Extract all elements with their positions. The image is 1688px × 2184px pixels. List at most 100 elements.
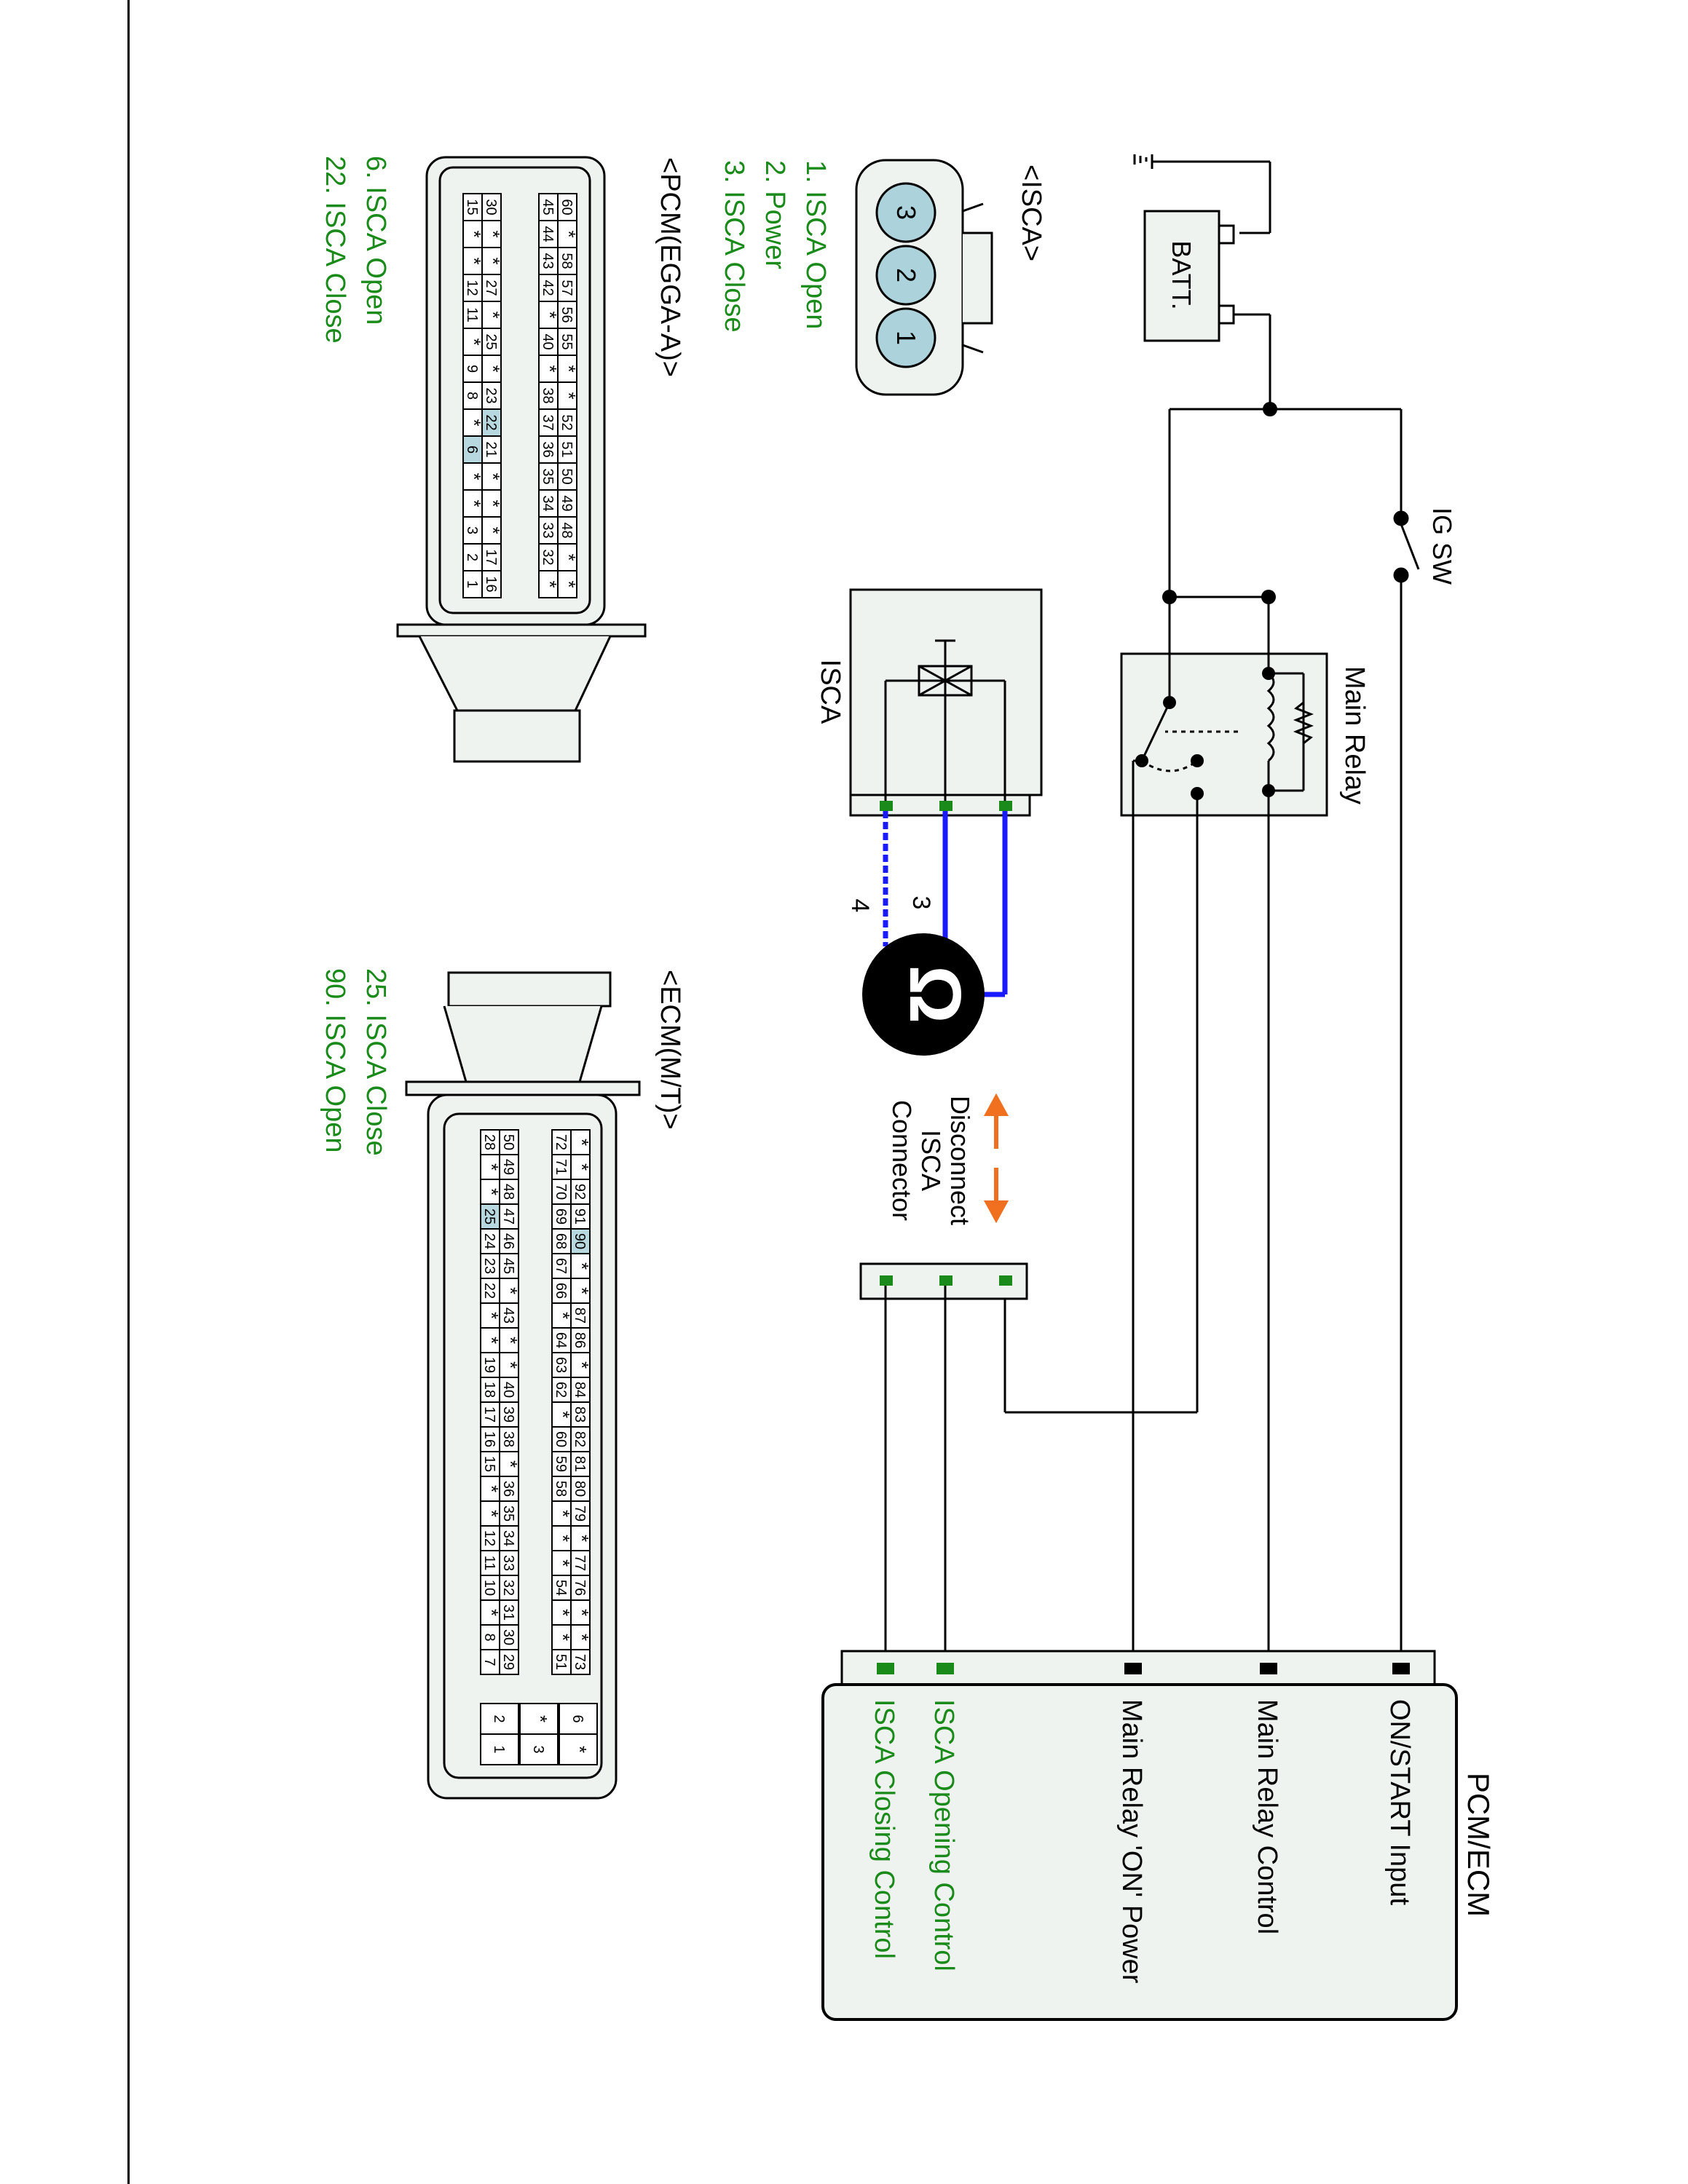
pin-cell bbox=[499, 1253, 519, 1279]
pin-cell bbox=[480, 1649, 500, 1675]
pin-cell bbox=[480, 1203, 500, 1230]
pin-number: 32 bbox=[540, 549, 556, 565]
pin-cell bbox=[538, 462, 559, 491]
pin-cell bbox=[480, 1599, 500, 1626]
wire-3-label: 3 bbox=[907, 896, 935, 910]
pin-cell bbox=[538, 193, 559, 221]
pin-number: 50 bbox=[500, 1134, 516, 1150]
pin-cell bbox=[480, 1733, 519, 1765]
pin-number: 42 bbox=[540, 280, 556, 296]
pin-number: 38 bbox=[500, 1431, 516, 1447]
pin-number: * bbox=[558, 230, 580, 237]
pin-number: 23 bbox=[481, 1258, 497, 1274]
pin-cell bbox=[499, 1451, 519, 1477]
pin-number: 68 bbox=[553, 1233, 569, 1249]
pin-number: 34 bbox=[540, 495, 556, 511]
disconnect-arrow bbox=[983, 1093, 1009, 1224]
pin-number: 50 bbox=[559, 468, 575, 484]
pin-number: 48 bbox=[559, 522, 575, 538]
pin-cell bbox=[570, 1426, 591, 1452]
pin-cell bbox=[480, 1228, 500, 1254]
pin-number: 19 bbox=[481, 1357, 497, 1373]
pin-number: * bbox=[481, 1312, 502, 1319]
pin-cell bbox=[538, 220, 559, 248]
pin-number: 54 bbox=[553, 1580, 569, 1596]
pin-number: 92 bbox=[572, 1184, 588, 1200]
pin-cell bbox=[480, 1179, 500, 1205]
pin-number: 45 bbox=[500, 1258, 516, 1274]
pin-label: ISCA Opening Control bbox=[928, 1699, 959, 1971]
pin-number: * bbox=[463, 419, 485, 426]
pin-number: 77 bbox=[572, 1555, 588, 1571]
harness-wires bbox=[884, 1286, 947, 1667]
junction-dot bbox=[1263, 402, 1277, 416]
test-harness bbox=[883, 811, 1008, 997]
pin-number: 3 bbox=[464, 526, 480, 534]
pin-cell bbox=[551, 1377, 572, 1403]
pin-cell bbox=[499, 1129, 519, 1155]
pin-cell bbox=[551, 1575, 572, 1601]
pin-number: 60 bbox=[553, 1431, 569, 1447]
pin-number: 6 bbox=[569, 1714, 585, 1722]
pin-number: 36 bbox=[500, 1481, 516, 1497]
pin-cell bbox=[499, 1500, 519, 1527]
ground-symbol bbox=[1133, 154, 1271, 234]
pin-number: 49 bbox=[559, 495, 575, 511]
pin-cell bbox=[481, 220, 502, 248]
pin-number: 12 bbox=[481, 1530, 497, 1546]
ecm-legend-item: 25. ISCA Close bbox=[360, 968, 391, 1156]
pin-number: 34 bbox=[500, 1530, 516, 1546]
battery-wires bbox=[1168, 313, 1403, 597]
pin-cell bbox=[481, 408, 502, 437]
pin-number: * bbox=[558, 580, 580, 587]
pin-number: 33 bbox=[500, 1555, 516, 1571]
pin-number: * bbox=[571, 1163, 593, 1171]
pin-number: * bbox=[552, 1535, 574, 1542]
pin-number: * bbox=[482, 472, 504, 480]
pin-cell bbox=[538, 435, 559, 464]
pin-number: 11 bbox=[481, 1556, 497, 1571]
ecm-legend-item: 90. ISCA Open bbox=[320, 968, 350, 1153]
pin-number: 51 bbox=[559, 441, 575, 457]
main-relay-label: Main Relay bbox=[1339, 666, 1370, 804]
pin-number: 9 bbox=[464, 365, 480, 373]
isca-connector-face: 3 2 1 bbox=[855, 159, 993, 396]
pin-number: 43 bbox=[500, 1307, 516, 1324]
pin-number: 33 bbox=[540, 522, 556, 538]
pin-number: 1 bbox=[491, 1745, 507, 1753]
pin-number: * bbox=[500, 1337, 521, 1344]
pin-number: 66 bbox=[553, 1283, 569, 1299]
pin-number: * bbox=[482, 257, 504, 264]
pin-cell bbox=[570, 1253, 591, 1279]
battery: BATT. bbox=[1143, 210, 1235, 342]
pin-cell bbox=[570, 1476, 591, 1502]
pin-number: 7 bbox=[481, 1658, 497, 1666]
pcm-pin-grid: 60*58575655**5251504948**45444342*40*383… bbox=[462, 193, 580, 598]
pin-number: 2 bbox=[491, 1714, 507, 1722]
pin-cell bbox=[480, 1253, 500, 1279]
pin-cell bbox=[462, 543, 483, 571]
main-relay: Main Relay bbox=[1120, 596, 1370, 817]
pin-number: 30 bbox=[500, 1629, 516, 1645]
pin-cell bbox=[570, 1228, 591, 1254]
pin-cell bbox=[480, 1377, 500, 1403]
pin-cell bbox=[551, 1302, 572, 1329]
pin-cell bbox=[481, 570, 502, 598]
pin-number: 80 bbox=[572, 1481, 588, 1497]
pin-number: 48 bbox=[500, 1184, 516, 1200]
pin-number: 35 bbox=[540, 468, 556, 484]
pin-number: * bbox=[539, 580, 561, 587]
pin-number: 27 bbox=[483, 280, 499, 296]
isca-pin-number: 3 bbox=[891, 205, 921, 220]
pin-number: 10 bbox=[481, 1580, 497, 1596]
isca-pin-number: 1 bbox=[891, 331, 921, 345]
pin-cell bbox=[519, 1703, 559, 1735]
pin-number: 16 bbox=[483, 576, 499, 592]
pin-number: 62 bbox=[553, 1382, 569, 1398]
pin-cell bbox=[499, 1278, 519, 1304]
pin-number: * bbox=[481, 1337, 502, 1344]
pin-cell bbox=[551, 1253, 572, 1279]
pin-cell bbox=[499, 1154, 519, 1180]
pin-number: * bbox=[571, 1634, 593, 1641]
pin-number: * bbox=[463, 230, 485, 237]
